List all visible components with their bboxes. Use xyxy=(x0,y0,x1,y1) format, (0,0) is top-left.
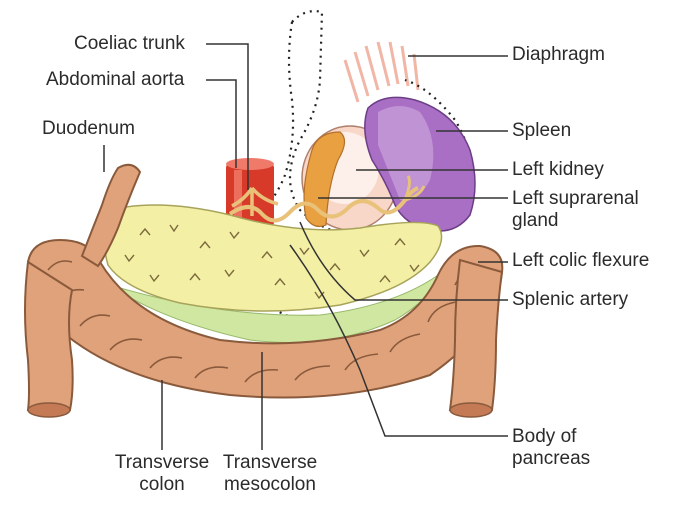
label-transverse-colon-line2: colon xyxy=(102,474,222,496)
label-left-kidney: Left kidney xyxy=(512,159,604,181)
label-spleen: Spleen xyxy=(512,120,571,142)
label-left-colic-flexure: Left colic flexure xyxy=(512,250,649,272)
label-body-of-pancreas-line2: pancreas xyxy=(512,448,590,470)
label-transverse-colon-line1: Transverse xyxy=(102,452,222,474)
label-left-suprarenal-line2: gland xyxy=(512,210,639,232)
diaphragm-fibers xyxy=(345,42,418,102)
colon-right-opening xyxy=(450,403,492,417)
label-duodenum: Duodenum xyxy=(42,118,135,140)
label-transverse-mesocolon: Transverse mesocolon xyxy=(210,452,330,496)
aorta-shine xyxy=(234,170,242,222)
label-coeliac-trunk: Coeliac trunk xyxy=(74,33,185,55)
aorta-top xyxy=(226,158,274,170)
label-transverse-colon: Transverse colon xyxy=(102,452,222,496)
colon-left-opening xyxy=(28,403,70,417)
label-abdominal-aorta: Abdominal aorta xyxy=(46,69,184,91)
label-transverse-mesocolon-line1: Transverse xyxy=(210,452,330,474)
label-diaphragm: Diaphragm xyxy=(512,44,605,66)
label-body-of-pancreas: Body of pancreas xyxy=(512,426,590,470)
leader-abdominal-aorta xyxy=(206,80,236,168)
label-left-suprarenal-gland: Left suprarenal gland xyxy=(512,188,639,232)
label-splenic-artery: Splenic artery xyxy=(512,289,628,311)
label-left-suprarenal-line1: Left suprarenal xyxy=(512,188,639,210)
label-transverse-mesocolon-line2: mesocolon xyxy=(210,474,330,496)
label-body-of-pancreas-line1: Body of xyxy=(512,426,590,448)
colon-right-limb xyxy=(450,260,502,410)
